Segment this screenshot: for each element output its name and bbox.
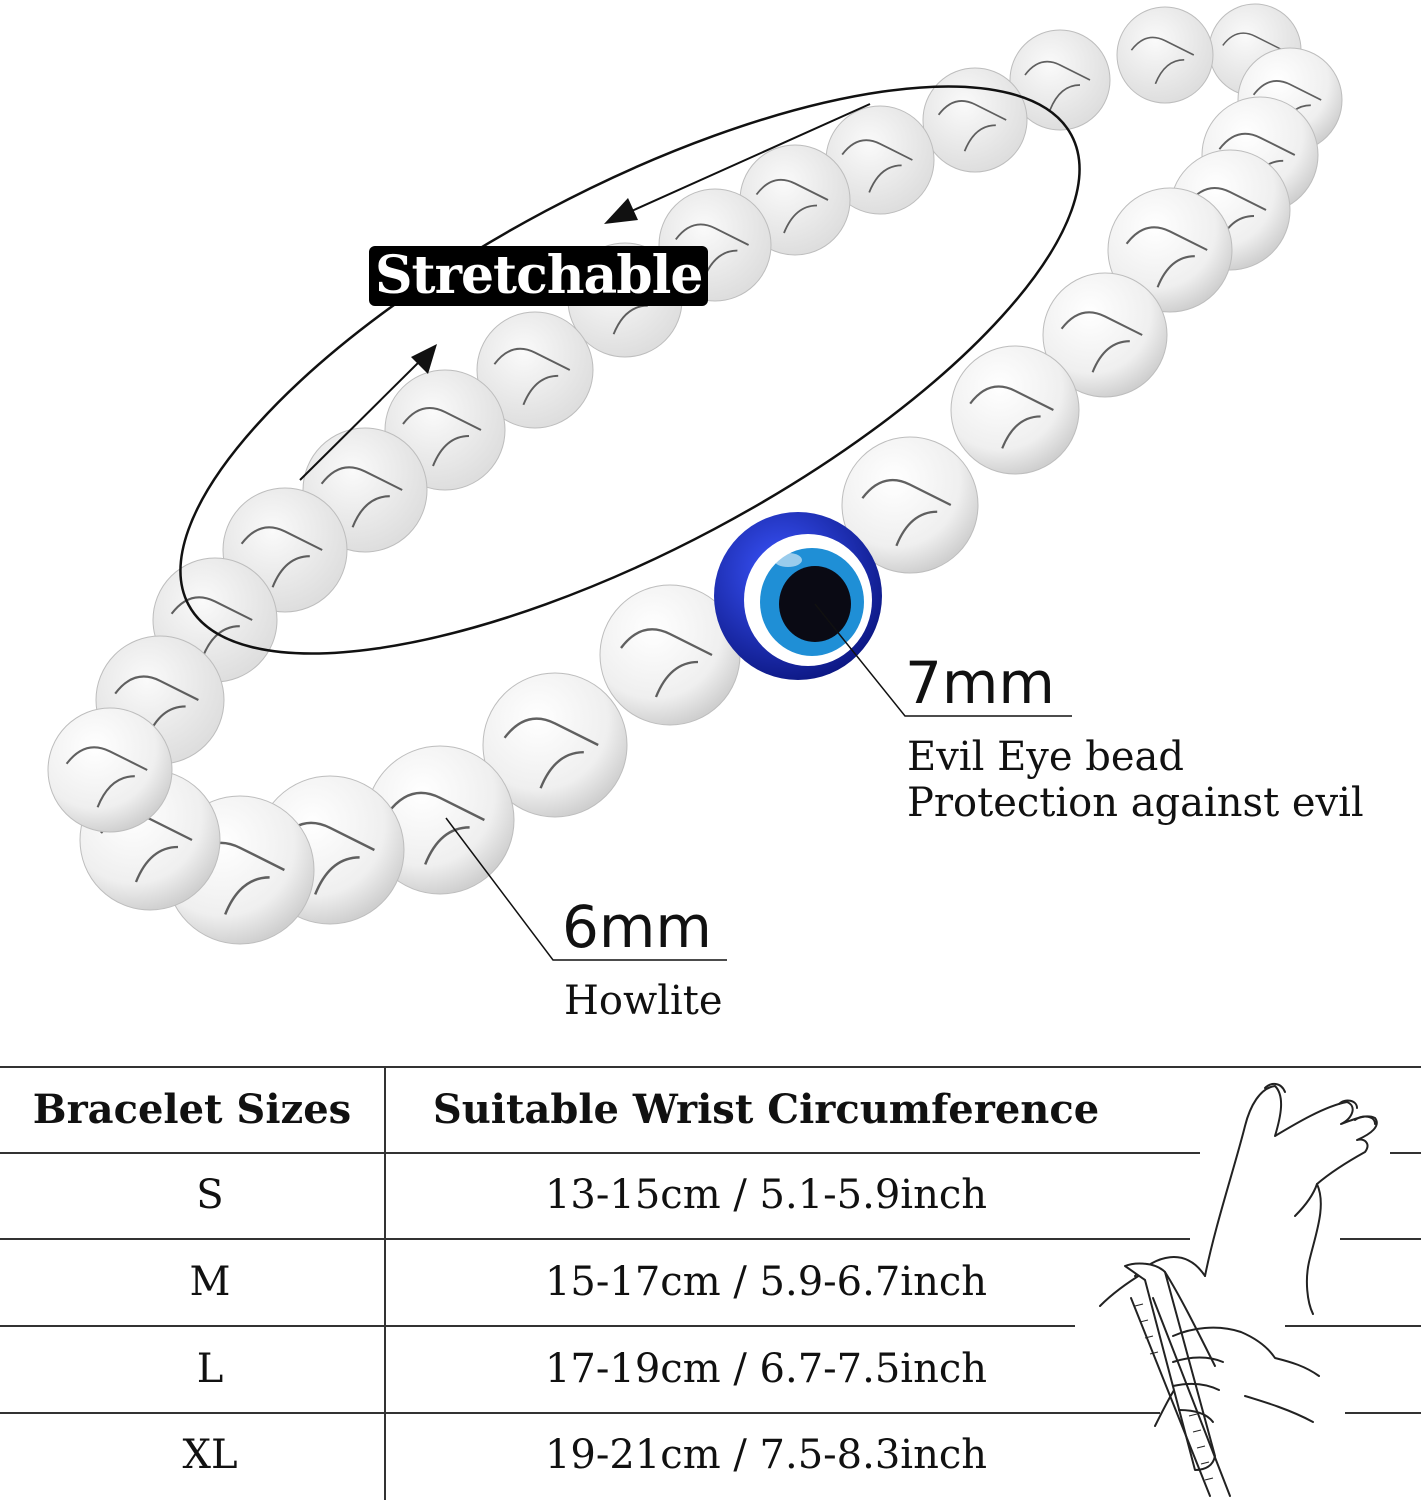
row-divider [0, 1412, 1160, 1414]
row-divider [0, 1238, 1190, 1240]
howlite-bead [599, 584, 741, 726]
stretch-arrow-bottom [299, 344, 437, 481]
howlite-bead [476, 311, 594, 429]
evil-eye-meaning: Protection against evil [907, 780, 1364, 826]
row-divider [1340, 1238, 1421, 1240]
size-s: S [196, 1172, 224, 1218]
range-xl: 19-21cm / 7.5-8.3inch [544, 1432, 987, 1478]
howlite-bead [1009, 29, 1111, 131]
stretchable-label: Stretchable [369, 246, 709, 306]
size-m: M [189, 1259, 231, 1305]
size-chart-table: Bracelet Sizes Suitable Wrist Circumfere… [0, 1066, 1421, 1500]
evil-eye-bead [714, 512, 882, 680]
howlite-leader-line [445, 817, 727, 961]
evil-eye-name: Evil Eye bead [907, 734, 1185, 780]
row-divider [0, 1152, 1200, 1154]
wrist-measuring-icon [1099, 1082, 1378, 1497]
bracelet-illustration: Stretchable 7mm Evil Eye bead Protection… [47, 3, 1364, 1024]
howlite-bead [1116, 6, 1214, 104]
range-s: 13-15cm / 5.1-5.9inch [544, 1172, 987, 1218]
howlite-size: 6mm [562, 893, 712, 961]
front-bead-row [47, 47, 1343, 945]
header-bracelet-sizes: Bracelet Sizes [32, 1086, 352, 1133]
evil-eye-size: 7mm [905, 649, 1055, 717]
stretch-ellipse [179, 85, 1081, 655]
size-xl: XL [182, 1432, 238, 1478]
back-bead-row [95, 3, 1302, 765]
howlite-bead [841, 436, 979, 574]
row-divider [0, 1325, 1075, 1327]
howlite-bead [950, 345, 1080, 475]
howlite-name: Howlite [564, 978, 723, 1024]
range-l: 17-19cm / 6.7-7.5inch [544, 1346, 987, 1392]
stretch-arrow-top [604, 103, 871, 224]
howlite-bead [482, 672, 628, 818]
table-top-border [0, 1066, 1421, 1068]
howlite-bead [1042, 272, 1168, 398]
howlite-bead [1107, 187, 1233, 313]
size-l: L [196, 1346, 224, 1392]
row-divider [1345, 1412, 1421, 1414]
howlite-bead [922, 67, 1028, 173]
row-divider [1390, 1152, 1421, 1154]
range-m: 15-17cm / 5.9-6.7inch [544, 1259, 987, 1305]
header-wrist-circumference: Suitable Wrist Circumference [432, 1086, 1100, 1133]
bracelet-drawing [47, 3, 1343, 961]
row-divider [1285, 1325, 1421, 1327]
howlite-bead [47, 707, 173, 833]
column-divider [384, 1066, 386, 1500]
evil-eye-leader-line [814, 603, 1072, 717]
